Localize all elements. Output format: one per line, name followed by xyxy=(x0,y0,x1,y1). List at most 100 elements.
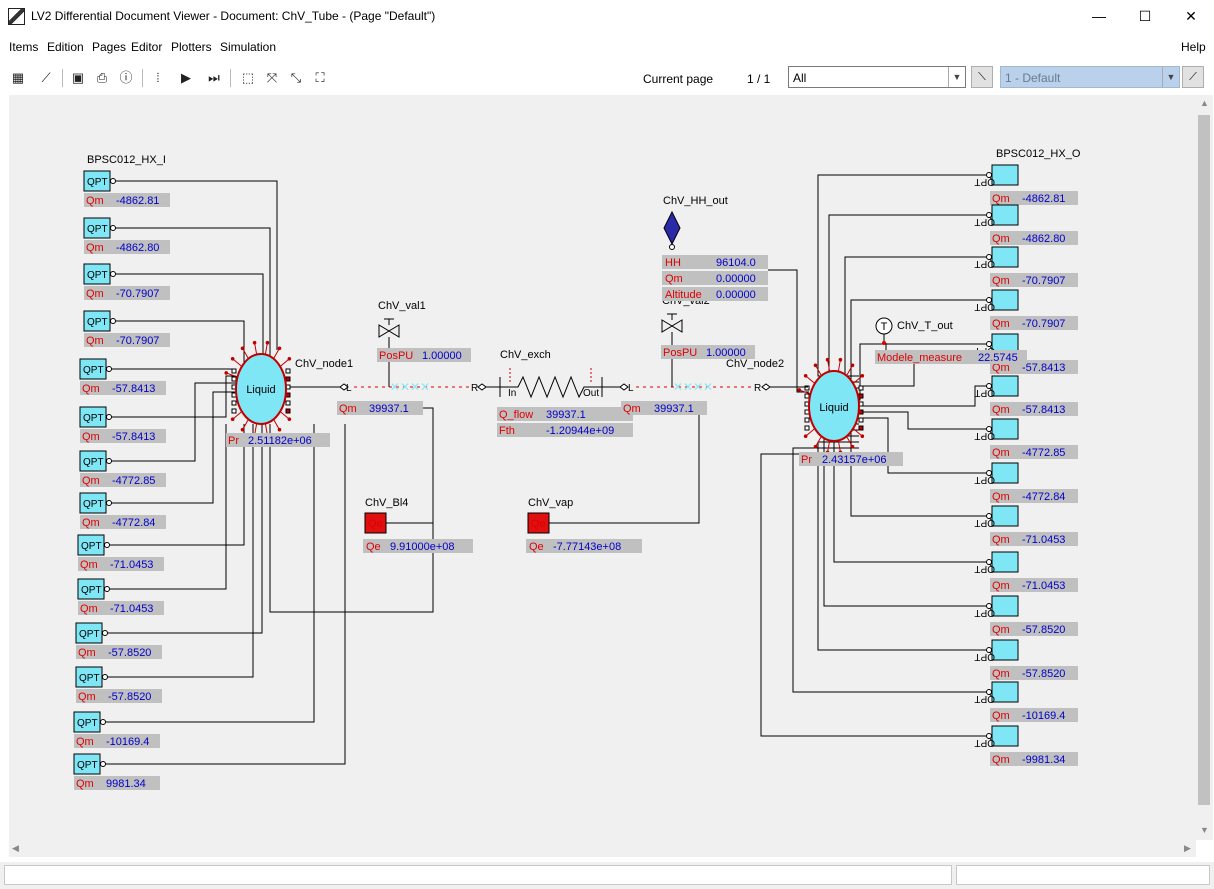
hh-sensor-icon[interactable] xyxy=(663,210,681,250)
opt-right-box[interactable] xyxy=(991,725,1019,747)
node2-ellipse[interactable] xyxy=(808,370,860,442)
opt-right-10[interactable]: QPT xyxy=(974,551,1019,574)
qpt-left-9[interactable]: QPT xyxy=(77,534,110,556)
filter-edit-button[interactable]: ⟍ xyxy=(971,66,993,88)
vertical-scroll-thumb[interactable] xyxy=(1198,115,1210,805)
filter-combo[interactable]: All ▼ xyxy=(788,66,966,88)
diagram-svg[interactable]: QPTQm-4862.81QPTQm-4862.80QPTQm-70.7907Q… xyxy=(9,95,1196,840)
opt-right-11[interactable]: QPT xyxy=(974,595,1019,618)
maximize-button[interactable]: ☐ xyxy=(1138,8,1152,24)
qpt-left-13[interactable]: QPT xyxy=(73,711,106,733)
menu-plotters[interactable]: Plotters xyxy=(171,40,212,54)
chevron-down-icon[interactable]: ▼ xyxy=(1162,67,1179,87)
opt-right-box[interactable] xyxy=(991,681,1019,703)
page-edit-button[interactable]: ⟋ xyxy=(1182,66,1204,88)
vertical-scrollbar[interactable]: ▲ ▼ xyxy=(1196,95,1213,840)
qpt-left-12[interactable]: QPT xyxy=(75,666,108,688)
qpt-left-port xyxy=(106,414,112,420)
node2[interactable]: Liquid xyxy=(797,357,865,455)
bl4-source-box[interactable] xyxy=(364,512,387,534)
menu-simulation[interactable]: Simulation xyxy=(220,40,277,54)
menu-pages[interactable]: Pages xyxy=(92,40,127,54)
info-icon[interactable]: ⓘ xyxy=(119,70,133,85)
opt-right-box[interactable] xyxy=(991,289,1019,311)
save-icon[interactable]: ▣ xyxy=(71,70,85,85)
table-icon[interactable]: ▦ xyxy=(11,70,25,85)
qpt-left-5[interactable]: QPT xyxy=(79,358,112,380)
menu-items[interactable]: Items xyxy=(9,40,39,54)
menu-editor[interactable]: Editor xyxy=(131,40,163,54)
opt-right-box[interactable] xyxy=(991,164,1019,186)
opt-right-1[interactable]: QPT xyxy=(974,164,1019,187)
opt-right-7[interactable]: QPT xyxy=(974,418,1019,441)
opt-right-13[interactable]: QPT xyxy=(974,681,1019,704)
minimize-button[interactable]: — xyxy=(1092,8,1106,24)
opt-right-8[interactable]: QPT xyxy=(974,462,1019,485)
zoom-fit-icon[interactable]: ⤧ xyxy=(266,70,278,85)
step-icon[interactable]: ⦙ xyxy=(156,70,160,85)
opt-right-14[interactable]: QPT xyxy=(974,725,1019,748)
opt-right-6[interactable]: QPT xyxy=(974,375,1019,398)
qpt-left-7[interactable]: QPT xyxy=(79,450,112,472)
opt-right-value-bg xyxy=(990,273,1078,287)
qpt-left-3[interactable]: QPT xyxy=(83,263,116,285)
qpt-left-2[interactable]: QPT xyxy=(83,217,116,239)
scroll-right-icon[interactable]: ▶ xyxy=(1184,843,1191,853)
select-icon[interactable]: ⬚ xyxy=(241,70,255,85)
page-combo[interactable]: 1 - Default ▼ xyxy=(1000,66,1180,88)
opt-right-box[interactable] xyxy=(991,639,1019,661)
menu-help[interactable]: Help xyxy=(1181,40,1206,54)
vap-source-box[interactable] xyxy=(527,512,550,534)
qpt-left-4[interactable]: QPT xyxy=(83,310,116,332)
vap-bg xyxy=(526,539,642,553)
chart-icon[interactable]: ⟋ xyxy=(41,70,51,85)
opt-right-box[interactable] xyxy=(991,418,1019,440)
menu-edition[interactable]: Edition xyxy=(47,40,84,54)
qpt-left-11[interactable]: QPT xyxy=(75,622,108,644)
wire-left-2 xyxy=(115,227,271,356)
node1[interactable]: Liquid xyxy=(224,340,292,438)
pipe2[interactable]: L ✕✕✕✕ R xyxy=(602,380,808,394)
qpt-left-text: QPT xyxy=(87,317,108,328)
close-button[interactable]: ✕ xyxy=(1185,8,1197,24)
opt-right-9[interactable]: QPT xyxy=(974,505,1019,528)
scroll-up-icon[interactable]: ▲ xyxy=(1200,98,1209,108)
exch-coil-icon[interactable]: In Out xyxy=(499,368,603,399)
qpt-left-14[interactable]: QPT xyxy=(73,753,106,775)
opt-right-2[interactable]: QPT xyxy=(974,204,1019,227)
scroll-left-icon[interactable]: ◀ xyxy=(12,843,19,853)
opt-right-box[interactable] xyxy=(991,551,1019,573)
opt-right-12[interactable]: QPT xyxy=(974,639,1019,662)
print-icon[interactable]: ⎙ xyxy=(96,70,108,85)
hh-alt-value: 0.00000 xyxy=(716,289,756,301)
node1-ray-dot xyxy=(230,417,235,422)
opt-right-box[interactable] xyxy=(991,375,1019,397)
horizontal-scrollbar[interactable]: ◀ ▶ xyxy=(9,840,1196,857)
opt-right-box[interactable] xyxy=(991,246,1019,268)
qpt-left-8[interactable]: QPT xyxy=(79,492,112,514)
qpt-left-6[interactable]: QPT xyxy=(79,406,112,428)
zoom-frame-icon[interactable]: ⛶ xyxy=(315,70,325,85)
opt-right-3[interactable]: QPT xyxy=(974,246,1019,269)
qpt-left-1[interactable]: QPT xyxy=(83,170,116,192)
qpt-left-10[interactable]: QPT xyxy=(77,578,110,600)
opt-right-box[interactable] xyxy=(991,595,1019,617)
exch-qflow-key: Q_flow xyxy=(499,409,533,421)
val1-valve-icon[interactable] xyxy=(378,318,400,387)
opt-right-box[interactable] xyxy=(991,204,1019,226)
pipe1[interactable]: L ✕✕✕✕ R xyxy=(290,380,500,394)
scroll-down-icon[interactable]: ▼ xyxy=(1200,825,1209,835)
chevron-down-icon[interactable]: ▼ xyxy=(948,67,965,87)
node2-name: ChV_node2 xyxy=(726,358,784,370)
fast-forward-icon[interactable]: ⏭ xyxy=(208,70,220,85)
zoom-in-icon[interactable]: ⤡ xyxy=(290,70,302,85)
opt-right-box[interactable] xyxy=(991,462,1019,484)
temperature-sensor-icon[interactable]: T xyxy=(875,317,893,345)
play-icon[interactable]: ▶ xyxy=(181,70,191,85)
opt-right-box[interactable] xyxy=(991,505,1019,527)
wire-left-9 xyxy=(109,424,245,546)
opt-right-4[interactable]: QPT xyxy=(974,289,1019,312)
val2-valve-icon[interactable] xyxy=(661,313,683,387)
node1-ellipse[interactable] xyxy=(235,353,287,425)
